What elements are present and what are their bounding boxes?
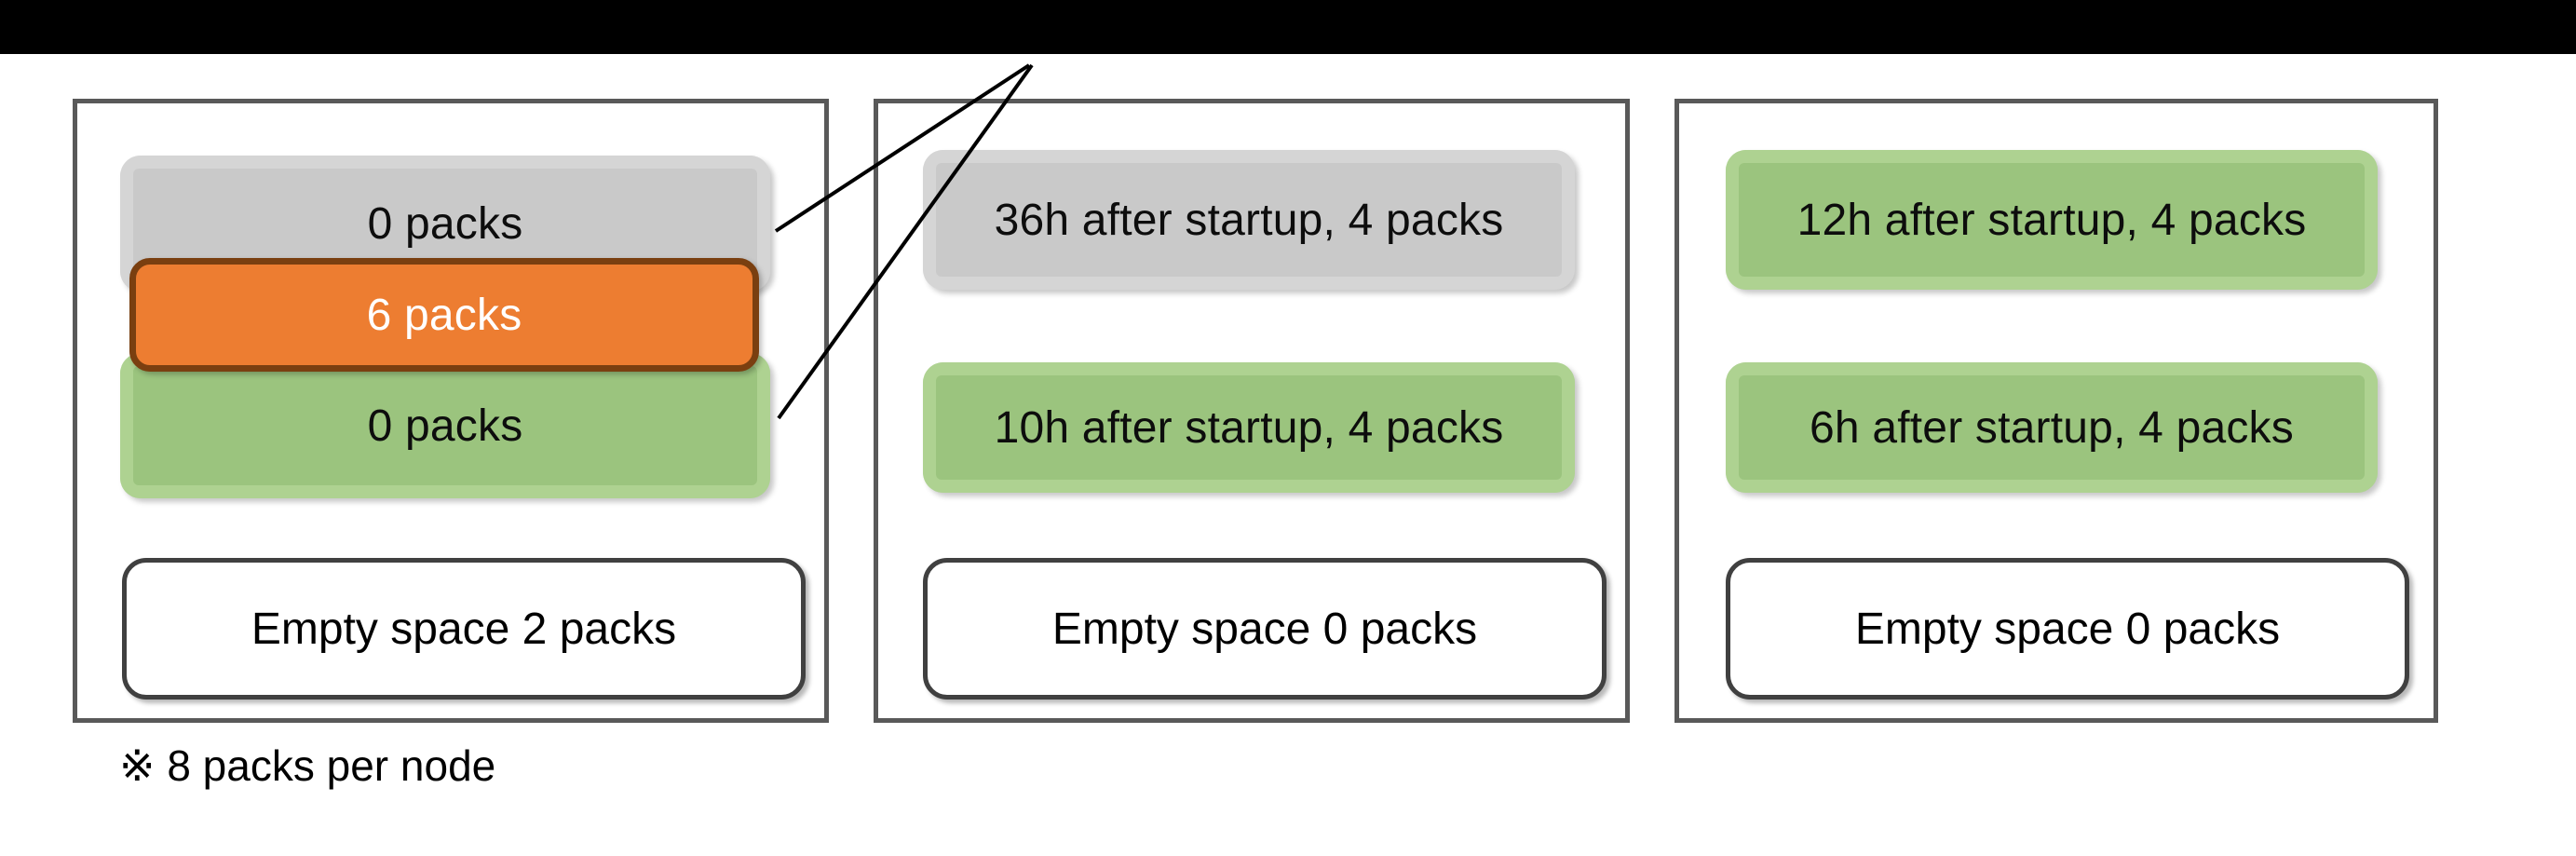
pack-block-inner-fill — [1739, 163, 2365, 277]
pack-block-node2-gray[interactable]: 36h after startup, 4 packs — [923, 150, 1575, 290]
footnote-packs-per-node: ※ 8 packs per node — [119, 741, 496, 790]
pack-block-node2-green[interactable]: 10h after startup, 4 packs — [923, 362, 1575, 493]
pack-block-node3-green-1[interactable]: 12h after startup, 4 packs — [1726, 150, 2378, 290]
empty-space-label: Empty space 0 packs — [1051, 604, 1478, 654]
node-panel-3: 12h after startup, 4 packs 6h after star… — [1674, 99, 2438, 723]
pack-block-label: 36h after startup, 4 packs — [994, 195, 1504, 245]
top-black-bar — [0, 0, 2576, 54]
node-panel-1: 0 packs 0 packs 6 packs Empty space 2 pa… — [73, 99, 829, 723]
empty-space-box-node1[interactable]: Empty space 2 packs — [122, 558, 806, 700]
pack-block-inner-fill — [133, 366, 757, 485]
pack-block-label: 10h after startup, 4 packs — [994, 402, 1504, 453]
pack-block-node3-green-2[interactable]: 6h after startup, 4 packs — [1726, 362, 2378, 493]
pack-block-inner-fill — [936, 375, 1562, 480]
pack-block-label: 0 packs — [367, 401, 523, 451]
empty-space-label: Empty space 0 packs — [1854, 604, 2281, 654]
pack-block-label: 0 packs — [367, 198, 523, 249]
pack-block-node1-orange[interactable]: 6 packs — [129, 258, 759, 372]
pack-block-label: 12h after startup, 4 packs — [1796, 195, 2307, 245]
pack-block-inner-fill — [1739, 375, 2365, 480]
pack-block-node1-green[interactable]: 0 packs — [120, 353, 770, 498]
empty-space-box-node3[interactable]: Empty space 0 packs — [1726, 558, 2409, 700]
pack-block-label: 6 packs — [366, 290, 522, 340]
empty-space-box-node2[interactable]: Empty space 0 packs — [923, 558, 1607, 700]
node-panel-2: 36h after startup, 4 packs 10h after sta… — [874, 99, 1630, 723]
pack-block-inner-fill — [936, 163, 1562, 277]
pack-block-label: 6h after startup, 4 packs — [1810, 402, 2294, 453]
empty-space-label: Empty space 2 packs — [251, 604, 677, 654]
